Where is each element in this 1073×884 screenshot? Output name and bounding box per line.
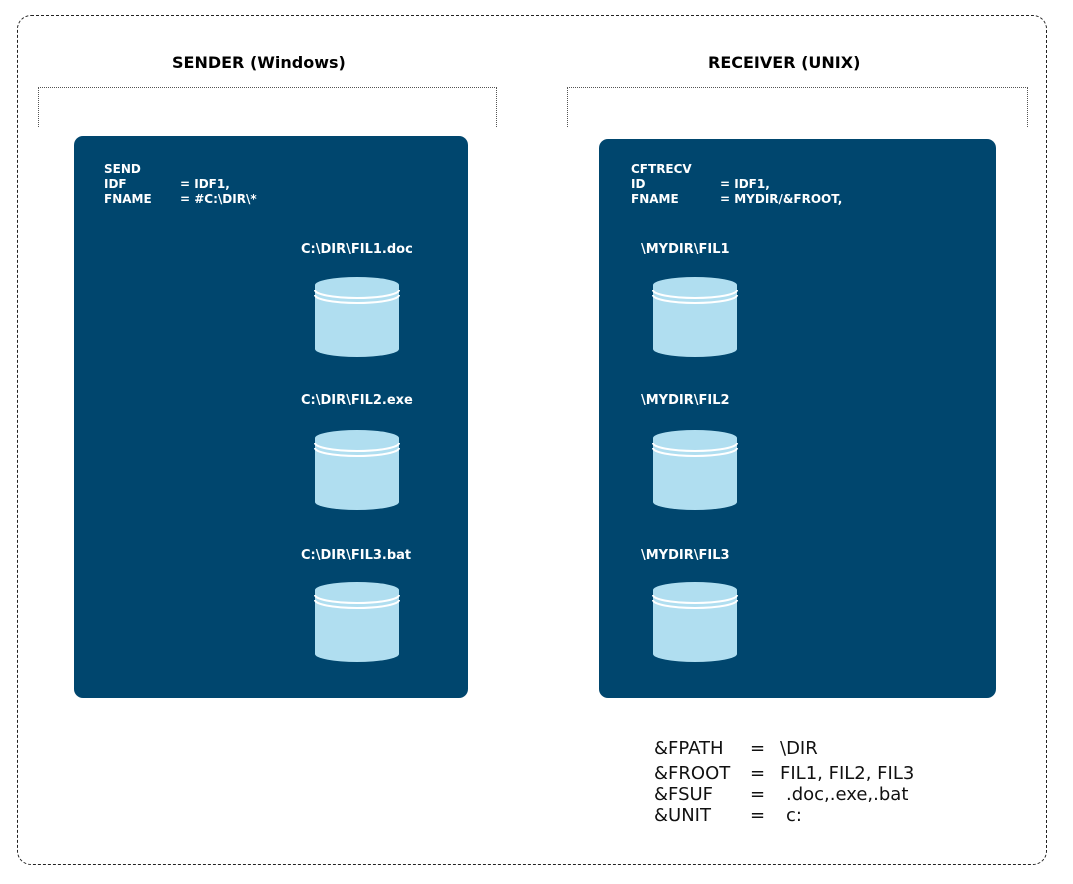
database-icon bbox=[652, 277, 738, 357]
receiver-command: CFTRECV bbox=[631, 162, 692, 176]
database-icon bbox=[652, 582, 738, 662]
database-icon bbox=[314, 430, 400, 510]
variable-value: \DIR bbox=[780, 738, 818, 759]
receiver-code-block: CFTRECV ID = IDF1, FNAME = MYDIR/&FROOT, bbox=[631, 162, 842, 207]
sender-panel bbox=[74, 136, 468, 698]
sender-file-label: C:\DIR\FIL1.doc bbox=[301, 242, 413, 257]
receiver-title: RECEIVER (UNIX) bbox=[708, 53, 861, 72]
variable-value: c: bbox=[786, 805, 802, 826]
sender-file-label: C:\DIR\FIL3.bat bbox=[301, 548, 412, 563]
receiver-param-key: FNAME bbox=[631, 192, 679, 206]
database-icon bbox=[652, 430, 738, 510]
sender-param-value: = #C:\DIR\* bbox=[180, 192, 257, 206]
receiver-param-value: = IDF1, bbox=[720, 177, 770, 191]
variable-value: .doc,.exe,.bat bbox=[786, 784, 909, 805]
receiver-bracket bbox=[567, 87, 1028, 127]
database-icon bbox=[314, 582, 400, 662]
variable-equals: = bbox=[750, 784, 766, 805]
variables-legend: &FPATH = \DIR &FROOT = FIL1, FIL2, FIL3 … bbox=[654, 738, 914, 826]
sender-command: SEND bbox=[104, 162, 141, 176]
variable-equals: = bbox=[750, 763, 766, 784]
sender-code-block: SEND IDF = IDF1, FNAME = #C:\DIR\* bbox=[104, 162, 257, 207]
database-icon bbox=[314, 277, 400, 357]
receiver-param-value: = MYDIR/&FROOT, bbox=[720, 192, 843, 206]
variable-value: FIL1, FIL2, FIL3 bbox=[780, 763, 915, 784]
variable-row: &FSUF = .doc,.exe,.bat bbox=[654, 784, 914, 805]
receiver-file-label: \MYDIR\FIL1 bbox=[641, 242, 730, 257]
variable-row: &FPATH = \DIR bbox=[654, 738, 914, 759]
sender-bracket bbox=[38, 87, 497, 127]
variable-row: &UNIT = c: bbox=[654, 805, 914, 826]
sender-title: SENDER (Windows) bbox=[172, 53, 346, 72]
sender-file-label: C:\DIR\FIL2.exe bbox=[301, 393, 413, 408]
variable-name: &FROOT bbox=[654, 763, 731, 784]
variable-name: &FPATH bbox=[654, 738, 724, 759]
variable-equals: = bbox=[750, 805, 766, 826]
variable-name: &FSUF bbox=[654, 784, 714, 805]
variable-name: &UNIT bbox=[654, 805, 711, 826]
diagram-frame bbox=[17, 15, 1047, 865]
variable-equals: = bbox=[750, 738, 766, 759]
sender-param-value: = IDF1, bbox=[180, 177, 230, 191]
sender-param-key: IDF bbox=[104, 177, 127, 191]
receiver-param-key: ID bbox=[631, 177, 646, 191]
receiver-file-label: \MYDIR\FIL3 bbox=[641, 548, 730, 563]
receiver-file-label: \MYDIR\FIL2 bbox=[641, 393, 730, 408]
sender-param-key: FNAME bbox=[104, 192, 152, 206]
variable-row: &FROOT = FIL1, FIL2, FIL3 bbox=[654, 763, 914, 784]
